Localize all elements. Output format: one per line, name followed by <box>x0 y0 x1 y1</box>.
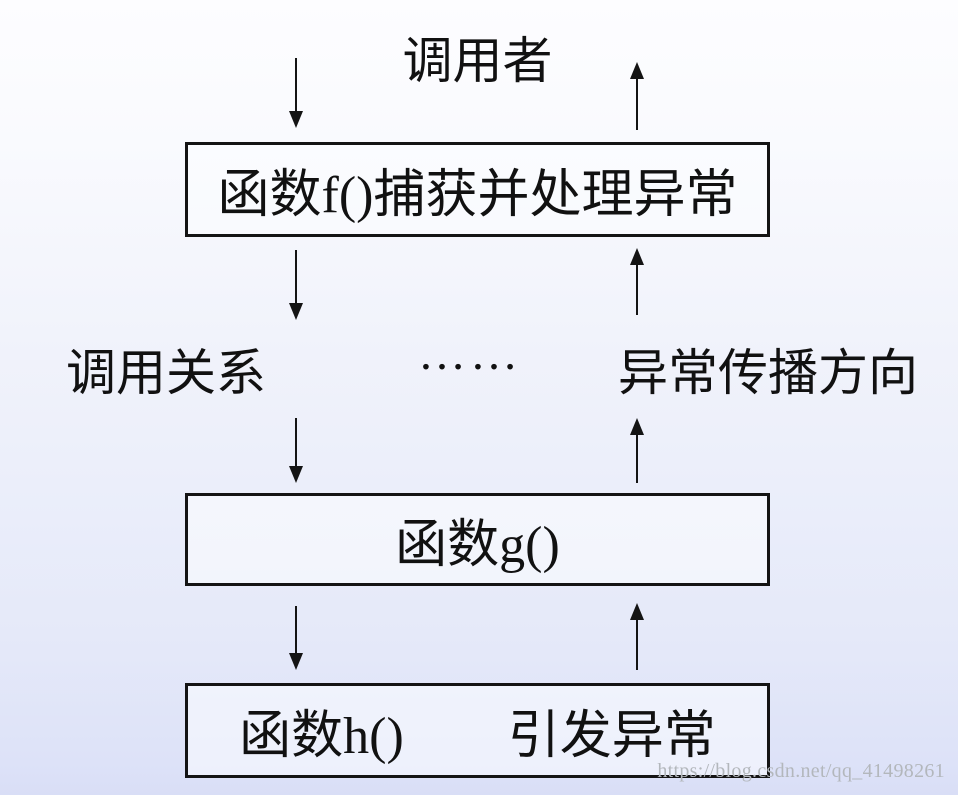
exception-propagation-label: 异常传播方向 <box>618 345 918 401</box>
down-arrow-caller-to-f <box>289 58 303 128</box>
arrow-head-up-icon <box>630 62 644 79</box>
arrow-head-up-icon <box>630 603 644 620</box>
arrow-head-up-icon <box>630 248 644 265</box>
arrow-shaft <box>636 265 638 315</box>
arrow-head-down-icon <box>289 111 303 128</box>
arrow-shaft <box>295 606 297 653</box>
arrow-head-down-icon <box>289 653 303 670</box>
arrow-head-down-icon <box>289 303 303 320</box>
arrow-shaft <box>295 250 297 303</box>
arrow-shaft <box>636 620 638 670</box>
function-f-box: 函数f()捕获并处理异常 <box>185 142 770 237</box>
up-arrow-f-to-caller <box>630 62 644 130</box>
call-relation-label: 调用关系 <box>66 345 266 401</box>
arrow-head-up-icon <box>630 418 644 435</box>
csdn-watermark: https://blog.csdn.net/qq_41498261 <box>657 760 945 782</box>
arrow-head-down-icon <box>289 466 303 483</box>
function-f-label: 函数f()捕获并处理异常 <box>217 167 738 224</box>
ellipsis-dots: …… <box>418 327 522 380</box>
up-arrow-g-to-mid <box>630 418 644 483</box>
arrow-shaft <box>636 79 638 130</box>
arrow-shaft <box>295 418 297 466</box>
arrow-shaft <box>636 435 638 483</box>
function-g-label: 函数g() <box>395 517 560 574</box>
down-arrow-g-to-h <box>289 606 303 670</box>
arrow-shaft <box>295 58 297 111</box>
down-arrow-f-to-mid <box>289 250 303 320</box>
function-h-label: 函数h() 引发异常 <box>239 708 716 765</box>
caller-title: 调用者 <box>402 33 553 89</box>
up-arrow-h-to-g <box>630 603 644 670</box>
function-g-box: 函数g() <box>185 493 770 586</box>
function-h-box: 函数h() 引发异常 <box>185 683 770 778</box>
down-arrow-mid-to-g <box>289 418 303 483</box>
up-arrow-mid-to-f <box>630 248 644 315</box>
